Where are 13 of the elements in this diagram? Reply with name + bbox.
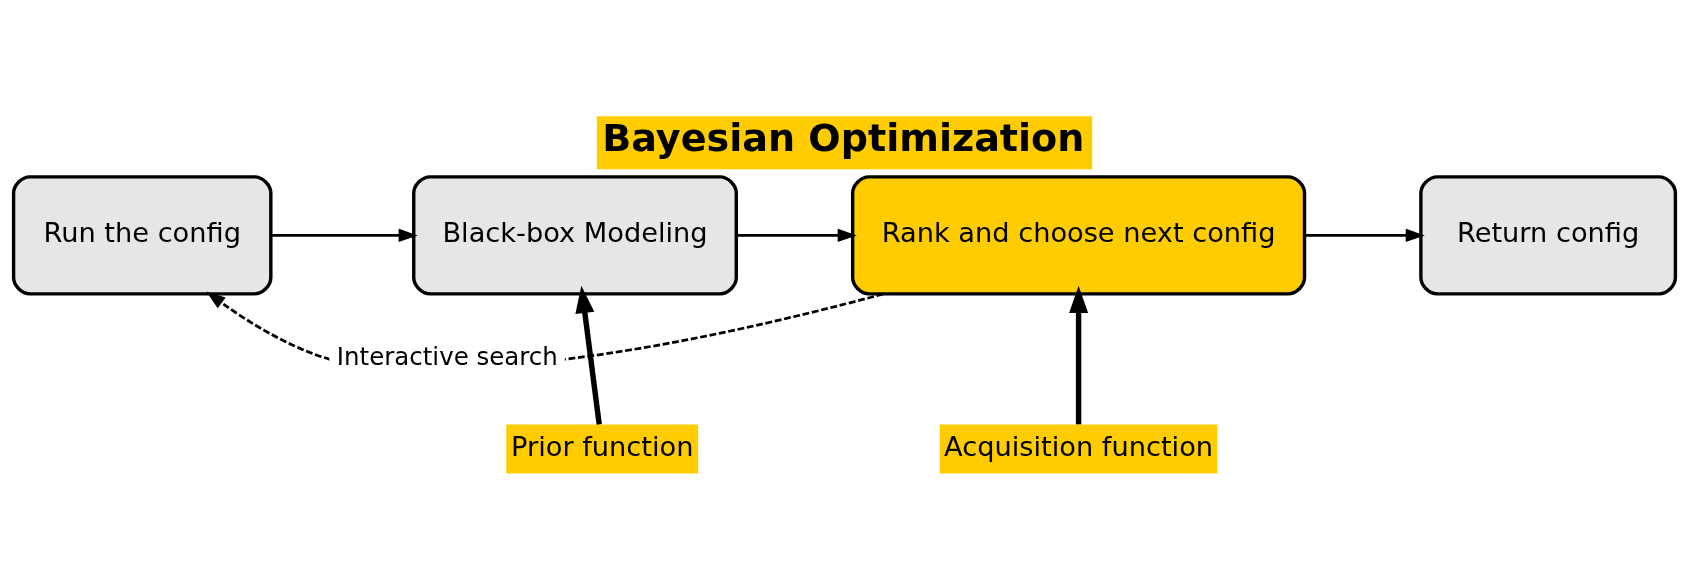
arrow [271, 228, 418, 242]
node-box: Prior function [506, 424, 699, 474]
arrow [575, 285, 602, 425]
node-box: Rank and choose next config [850, 174, 1307, 296]
arrow [1069, 285, 1089, 424]
diagram-title: Bayesian Optimization [602, 115, 1085, 160]
arrow [736, 228, 857, 242]
node-box: Run the config [11, 174, 273, 296]
node-box: Return config [1419, 174, 1678, 296]
arrow [1304, 228, 1425, 242]
edge-label: Interactive search [336, 341, 558, 371]
node-box: Black-box Modeling [412, 174, 738, 296]
node-box: Acquisition function [939, 424, 1218, 474]
